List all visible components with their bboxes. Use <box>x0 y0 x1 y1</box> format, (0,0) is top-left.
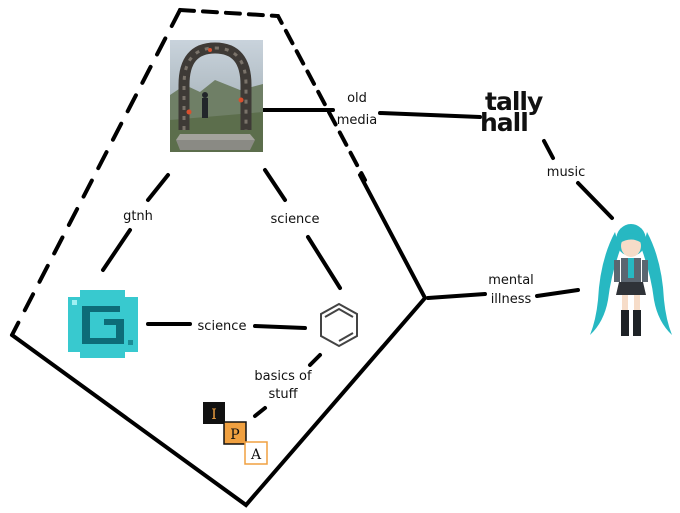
edge-label-mental-illness: mental illness <box>488 273 534 307</box>
edge-tallyhall-miku-b <box>576 181 614 220</box>
boundary-left-dashed <box>10 8 182 337</box>
edge-hull-miku-a <box>426 292 487 300</box>
edge-portal-gtnh-a <box>146 173 170 202</box>
edge-label-music: music <box>547 165 585 180</box>
edge-label-basics: basics of stuff <box>254 369 312 402</box>
edge-portal-benzene-a <box>263 168 287 202</box>
tally-hall-line1: tally <box>485 87 543 116</box>
edge-label-mental-illness-line1: mental <box>488 273 534 288</box>
outer-boundary <box>10 8 428 508</box>
edge-label-old-media-line2: media <box>337 113 378 128</box>
edge-portal-benzene-b <box>306 235 342 290</box>
edge-label-basics-line2: stuff <box>268 387 298 402</box>
edge-gtnh-benzene-b <box>253 324 307 330</box>
edge-benzene-ipa-b <box>253 406 267 418</box>
edge-label-science-gtnh: science <box>198 319 247 334</box>
edge-tallyhall-miku-a <box>542 139 555 160</box>
boundary-top-dashed <box>178 8 367 182</box>
gt-logo-icon <box>68 290 138 358</box>
edge-portal-gtnh-b <box>101 228 132 272</box>
tally-hall-logo: tally hall <box>480 87 544 137</box>
edge-label-basics-line1: basics of <box>254 369 312 384</box>
anime-character-icon <box>590 224 672 336</box>
ipa-letter-p: P <box>230 427 239 443</box>
edge-label-gtnh: gtnh <box>123 209 153 224</box>
edge-hull-miku-b <box>535 288 580 298</box>
boundary-solid <box>10 173 428 508</box>
edge-label-old-media-line1: old <box>347 91 367 106</box>
ipa-letter-i: I <box>211 407 217 423</box>
ipa-logo: I P A <box>203 402 268 465</box>
tally-hall-line2: hall <box>480 108 528 137</box>
edge-benzene-ipa-a <box>308 353 322 367</box>
benzene-ring-icon <box>320 302 358 348</box>
edge-label-old-media: old media <box>337 91 378 128</box>
edge-label-mental-illness-line2: illness <box>491 292 532 307</box>
edge-label-science-portal: science <box>271 212 320 227</box>
ipa-letter-a: A <box>250 447 262 463</box>
portal-photo-icon <box>170 40 263 152</box>
edge-portal-tallyhall-b <box>378 111 482 119</box>
